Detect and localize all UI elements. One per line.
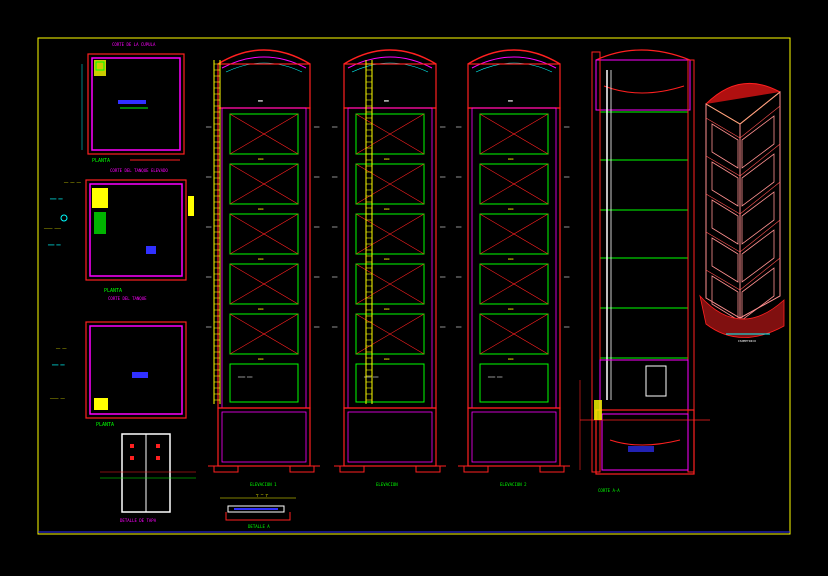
svg-text:──── ──: ──── ──: [49, 397, 66, 401]
elevation-column-2: ▬▬▬▬▬══════▬▬▬══════▬▬▬══════▬▬▬══════▬▬…: [331, 49, 446, 487]
svg-text:═══ ══: ═══ ══: [49, 197, 64, 201]
svg-text:═══: ═══: [563, 275, 570, 279]
plan-top-label: PLANTA: [92, 158, 110, 164]
svg-text:═══: ═══: [205, 325, 212, 329]
plan-top: CORTE DE LA CUPULA PLANTA: [81, 42, 185, 164]
elevation-column-3: ▬▬▬▬▬══════▬▬▬══════▬▬▬══════▬▬▬══════▬▬…: [455, 49, 570, 487]
svg-text:═══ ══: ═══ ══: [51, 363, 66, 367]
svg-text:═══: ═══: [313, 125, 320, 129]
svg-text:═══: ═══: [331, 175, 338, 179]
svg-text:▬▬▬: ▬▬▬: [258, 257, 264, 261]
svg-text:═══: ═══: [205, 125, 212, 129]
plan-mid-title: CORTE DEL TANQUE ELEVADO: [110, 168, 168, 173]
svg-text:═══: ═══: [455, 275, 462, 279]
svg-text:═══: ═══: [455, 325, 462, 329]
svg-text:═══: ═══: [313, 275, 320, 279]
svg-text:▬▬▬: ▬▬▬: [384, 357, 390, 361]
svg-text:═══: ═══: [439, 175, 446, 179]
svg-text:▬▬▬: ▬▬▬: [508, 357, 514, 361]
section-title: CORTE A-A: [598, 488, 620, 493]
svg-text:═══: ═══: [313, 175, 320, 179]
svg-text:═══: ═══: [563, 175, 570, 179]
svg-text:── ── ──: ── ── ──: [63, 181, 82, 185]
svg-text:═══: ═══: [331, 275, 338, 279]
svg-text:═══: ═══: [313, 225, 320, 229]
isometric-tower: ISOMETRICO: [699, 82, 785, 343]
svg-text:▬▬▬: ▬▬▬: [508, 207, 514, 211]
svg-text:═══: ═══: [331, 125, 338, 129]
svg-text:▬▬: ▬▬: [508, 98, 513, 103]
svg-text:CORTE DEL TANQUE: CORTE DEL TANQUE: [108, 296, 147, 301]
svg-text:═══: ═══: [205, 175, 212, 179]
svg-text:═══: ═══: [331, 225, 338, 229]
svg-text:── ──: ── ──: [55, 347, 67, 351]
svg-text:═══: ═══: [331, 325, 338, 329]
plan-small: DETALLE DE TAPA: [100, 433, 196, 523]
svg-text:═══: ═══: [313, 325, 320, 329]
plan-mid: CORTE DEL TANQUE ELEVADO ── ── ── ═══ ══…: [43, 168, 194, 301]
svg-text:═══: ═══: [563, 125, 570, 129]
svg-text:▬▬▬: ▬▬▬: [508, 257, 514, 261]
svg-text:▬▬▬: ▬▬▬: [384, 207, 390, 211]
svg-text:▬▬▬: ▬▬▬: [384, 157, 390, 161]
svg-text:▬▬: ▬▬: [384, 98, 389, 103]
svg-text:═══: ═══: [563, 325, 570, 329]
svg-text:┬ ─ ┬: ┬ ─ ┬: [255, 492, 269, 497]
section-aa: CORTE A-A: [579, 49, 710, 493]
svg-text:════ ═══: ════ ═══: [237, 375, 253, 379]
svg-text:▬▬: ▬▬: [258, 98, 263, 103]
svg-text:═══: ═══: [439, 125, 446, 129]
detail-a: DETALLE A ┬ ─ ┬: [220, 492, 296, 529]
svg-text:▬▬▬: ▬▬▬: [384, 257, 390, 261]
svg-text:════ ═══: ════ ═══: [487, 375, 503, 379]
plan-top-title: CORTE DE LA CUPULA: [112, 42, 156, 47]
sheet-border: [37, 37, 791, 535]
svg-text:═══: ═══: [439, 225, 446, 229]
detail-title: DETALLE A: [248, 524, 270, 529]
elevation-column-1: ▬▬▬▬▬══════▬▬▬══════▬▬▬══════▬▬▬══════▬▬…: [205, 49, 320, 487]
svg-text:▬▬▬: ▬▬▬: [508, 307, 514, 311]
elevations: ▬▬▬▬▬══════▬▬▬══════▬▬▬══════▬▬▬══════▬▬…: [205, 49, 570, 487]
svg-text:═══: ═══: [455, 175, 462, 179]
svg-text:═══: ═══: [563, 225, 570, 229]
svg-text:═══ ══: ═══ ══: [47, 243, 62, 247]
svg-text:═══: ═══: [455, 225, 462, 229]
svg-text:═══: ═══: [455, 125, 462, 129]
svg-text:═══: ═══: [439, 275, 446, 279]
plan-small-title: DETALLE DE TAPA: [120, 518, 157, 523]
elevation-title-2: ELEVACION: [376, 482, 398, 487]
svg-text:═══: ═══: [205, 225, 212, 229]
svg-text:════ ═══: ════ ═══: [363, 375, 379, 379]
elevation-title-3: ELEVACION 2: [500, 482, 527, 487]
svg-text:▬▬▬: ▬▬▬: [508, 157, 514, 161]
plan-bottom: ── ── ═══ ══ ──── ── PLANTA: [49, 321, 187, 428]
svg-text:──── ───: ──── ───: [43, 227, 62, 231]
svg-text:PLANTA: PLANTA: [104, 288, 122, 294]
svg-text:═══: ═══: [205, 275, 212, 279]
elevation-title-1: ELEVACION 1: [250, 482, 277, 487]
plan-bottom-label: PLANTA: [96, 422, 114, 428]
iso-title: ISOMETRICO: [738, 339, 756, 343]
svg-text:▬▬▬: ▬▬▬: [258, 357, 264, 361]
svg-text:▬▬▬: ▬▬▬: [384, 307, 390, 311]
svg-text:▬▬▬: ▬▬▬: [258, 207, 264, 211]
svg-text:▬▬▬: ▬▬▬: [258, 157, 264, 161]
svg-text:▬▬▬: ▬▬▬: [258, 307, 264, 311]
svg-text:═══: ═══: [439, 325, 446, 329]
